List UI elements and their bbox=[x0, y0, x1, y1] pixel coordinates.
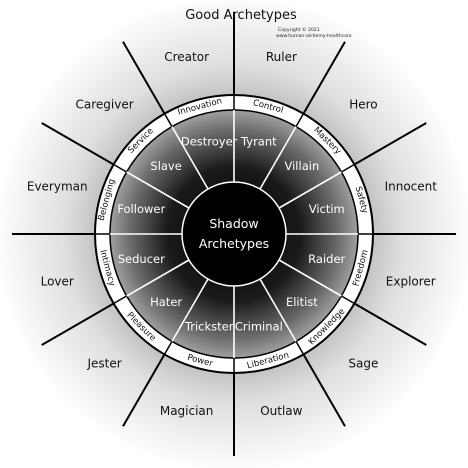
shadow-archetype-raider: Raider bbox=[308, 252, 345, 266]
ring-divider bbox=[295, 113, 305, 127]
outer-spoke bbox=[122, 41, 166, 115]
outer-archetype-hero: Hero bbox=[349, 98, 377, 112]
shadow-spoke bbox=[259, 278, 297, 342]
outer-archetype-creator: Creator bbox=[164, 50, 209, 64]
center-disc bbox=[181, 181, 287, 287]
outer-archetype-everyman: Everyman bbox=[27, 180, 88, 194]
outer-spoke bbox=[122, 353, 166, 427]
shadow-spoke bbox=[171, 278, 209, 342]
shadow-spoke bbox=[126, 259, 190, 297]
outer-archetype-innocent: Innocent bbox=[385, 180, 438, 194]
shadow-archetype-destroyer: Destroyer bbox=[181, 134, 238, 148]
ring-divider bbox=[113, 163, 127, 173]
shadow-spoke bbox=[126, 171, 190, 209]
shadow-archetype-elitist: Elitist bbox=[286, 295, 318, 309]
shadow-archetype-hater: Hater bbox=[150, 295, 182, 309]
ring-divider bbox=[163, 341, 173, 355]
outer-spoke bbox=[302, 353, 346, 427]
outer-archetype-ruler: Ruler bbox=[266, 50, 297, 64]
outer-spokes bbox=[12, 12, 456, 456]
outer-spoke bbox=[41, 122, 115, 166]
shadow-archetype-labels: TyrantVillainVictimRaiderElitistCriminal… bbox=[117, 134, 345, 333]
ring-divider bbox=[163, 113, 173, 127]
ring-ticks bbox=[95, 95, 373, 373]
shadow-archetype-trickster: Trickster bbox=[184, 320, 234, 334]
outer-spoke bbox=[41, 302, 115, 346]
ring-divider bbox=[295, 341, 305, 355]
outer-archetype-lover: Lover bbox=[41, 274, 74, 288]
outer-spoke bbox=[353, 122, 427, 166]
shadow-spoke bbox=[171, 126, 209, 190]
outer-archetype-explorer: Explorer bbox=[386, 274, 436, 288]
ring-divider bbox=[113, 295, 127, 305]
copyright-line-1: Copyright © 2021 bbox=[278, 26, 320, 33]
shadow-spoke bbox=[259, 126, 297, 190]
shadow-archetype-villain: Villain bbox=[285, 159, 320, 173]
shadow-spokes bbox=[110, 110, 358, 358]
shadow-archetype-seducer: Seducer bbox=[118, 252, 165, 266]
ring-divider bbox=[341, 163, 355, 173]
shadow-archetype-tyrant: Tyrant bbox=[240, 134, 277, 148]
outer-spoke bbox=[302, 41, 346, 115]
shadow-spoke bbox=[278, 259, 342, 297]
outer-archetype-caregiver: Caregiver bbox=[76, 98, 134, 112]
outer-archetype-jester: Jester bbox=[86, 356, 121, 370]
copyright-line-2: www.human-alchemy-healthcare bbox=[276, 33, 352, 39]
outer-spoke bbox=[353, 302, 427, 346]
outer-archetype-outlaw: Outlaw bbox=[260, 404, 302, 418]
shadow-archetype-follower: Follower bbox=[117, 202, 165, 216]
shadow-archetype-criminal: Criminal bbox=[235, 320, 283, 334]
ring-divider bbox=[341, 295, 355, 305]
outer-archetype-sage: Sage bbox=[348, 356, 378, 370]
shadow-archetype-victim: Victim bbox=[309, 202, 345, 216]
diagram-title: Good Archetypes bbox=[185, 8, 297, 23]
center-line-2: Archetypes bbox=[199, 236, 269, 251]
shadow-archetype-slave: Slave bbox=[150, 159, 181, 173]
outer-archetype-magician: Magician bbox=[160, 404, 214, 418]
shadow-spoke bbox=[278, 171, 342, 209]
center-line-1: Shadow bbox=[209, 216, 258, 231]
